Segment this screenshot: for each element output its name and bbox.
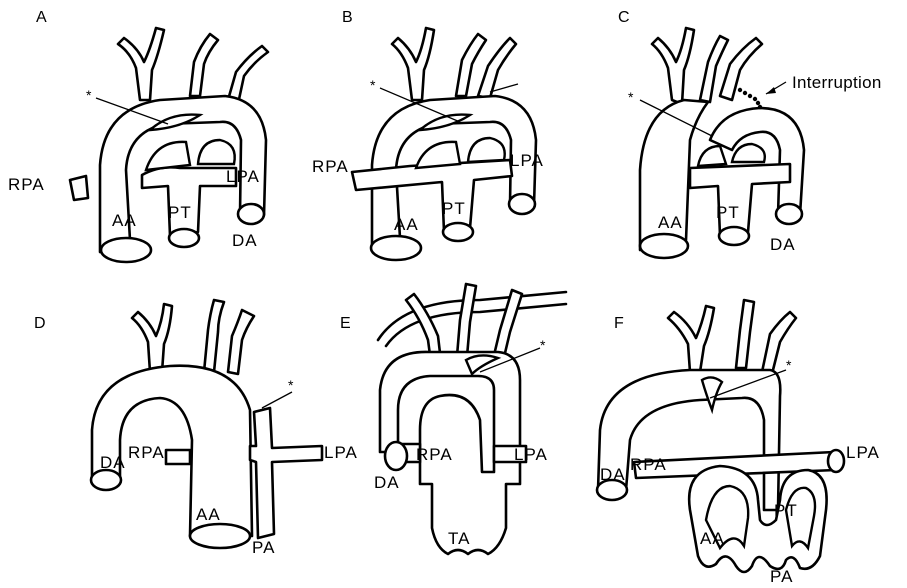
panel-a-ascending-aorta-end [101, 238, 151, 262]
panel-b-window-left [416, 142, 460, 168]
panel-b-ascending-aorta-end [371, 236, 421, 260]
panel-d-label-rpa: RPA [128, 443, 165, 462]
panel-b-letter: B [342, 9, 353, 26]
panel-c-letter: C [618, 9, 630, 26]
panel-e-label-ta: TA [448, 529, 470, 548]
panel-d-pulmonary-artery [250, 408, 322, 538]
panel-b-head-vessels [392, 28, 516, 100]
panel-d-asterisk: * [288, 377, 294, 393]
panel-c-label-pt: PT [716, 203, 740, 222]
panel-e-label-rpa: RPA [416, 445, 453, 464]
panel-c-asterisk: * [628, 89, 634, 105]
panel-d-label-pa: PA [252, 538, 275, 557]
panel-e-asterisk: * [540, 337, 546, 353]
panel-b-asterisk: * [370, 77, 376, 93]
panel-f-letter: F [614, 315, 624, 332]
panel-f-label-pa: PA [770, 567, 793, 586]
panel-a-descending-aorta-end [238, 204, 264, 224]
panel-d: D * DA RPA LPA AA PA [34, 300, 358, 557]
panel-c-interruption-dots [738, 88, 762, 109]
panel-b: B * RPA LPA AA PT [312, 9, 544, 260]
panel-a-label-pt: PT [168, 203, 192, 222]
panel-a-letter: A [36, 9, 47, 26]
panel-b-label-lpa: LPA [510, 151, 544, 170]
panel-d-head-vessels [132, 300, 254, 374]
panel-f: F * DA RPA LPA PT AA PA [597, 300, 880, 586]
panel-f-head-vessels [668, 300, 796, 374]
panel-a-pt-end [169, 229, 199, 247]
panel-b-pt-end [443, 223, 473, 241]
panel-d-label-da: DA [100, 453, 126, 472]
panel-d-da-end [91, 470, 121, 490]
panel-b-label-rpa: RPA [312, 157, 349, 176]
panel-b-label-aa: AA [394, 215, 419, 234]
panel-d-asterisk-pointer [262, 392, 292, 408]
panel-a-rpa-stump [70, 176, 88, 200]
panel-a-asterisk: * [86, 87, 92, 103]
panel-c-label-interruption: Interruption [792, 73, 882, 92]
panel-f-lpa-end [828, 450, 844, 472]
panel-a-head-vessels [118, 28, 268, 104]
panel-f-asterisk: * [786, 357, 792, 373]
panel-c-descending-aorta-end [776, 204, 802, 224]
panel-f-label-da: DA [600, 465, 626, 484]
panel-a-label-rpa: RPA [8, 175, 45, 194]
panel-f-label-pt: PT [774, 501, 798, 520]
panel-f-label-aa: AA [700, 529, 725, 548]
panel-a-window-right [198, 140, 235, 164]
panel-a-window-left [146, 142, 190, 170]
panel-e: E * RPA LPA DA TA [340, 284, 566, 554]
panel-c-window-left [698, 146, 726, 166]
panel-b-window-right [468, 138, 505, 162]
panel-c-pulmonary-trunk [690, 164, 790, 236]
panel-b-label-pt: PT [442, 199, 466, 218]
panel-d-label-aa: AA [196, 505, 221, 524]
panel-e-da-end [385, 442, 407, 470]
panel-d-aa-end [190, 524, 250, 548]
panel-a-label-da: DA [232, 231, 258, 250]
panel-c-pt-end [719, 227, 749, 245]
panel-b-descending-aorta-end [509, 194, 535, 214]
panel-a-label-aa: AA [112, 211, 137, 230]
panel-d-letter: D [34, 315, 46, 332]
panel-c-window-right [732, 144, 765, 162]
panel-d-label-lpa: LPA [324, 443, 358, 462]
panel-c: C Interruption * AA PT DA [618, 9, 882, 258]
panel-a-pulmonary-trunk [142, 167, 236, 236]
panel-a-label-lpa: LPA [226, 167, 260, 186]
panel-e-label-da: DA [374, 473, 400, 492]
panel-e-letter: E [340, 315, 351, 332]
panel-c-ascending-aorta-end [640, 234, 688, 258]
panel-f-label-rpa: RPA [630, 455, 667, 474]
panel-a: A * RPA LPA AA PT DA [8, 9, 268, 262]
panel-d-rpa [166, 450, 190, 464]
panel-c-arrowhead [766, 87, 776, 94]
panel-e-label-lpa: LPA [514, 445, 548, 464]
panel-c-label-aa: AA [658, 213, 683, 232]
panel-f-label-lpa: LPA [846, 443, 880, 462]
panel-c-label-da: DA [770, 235, 796, 254]
